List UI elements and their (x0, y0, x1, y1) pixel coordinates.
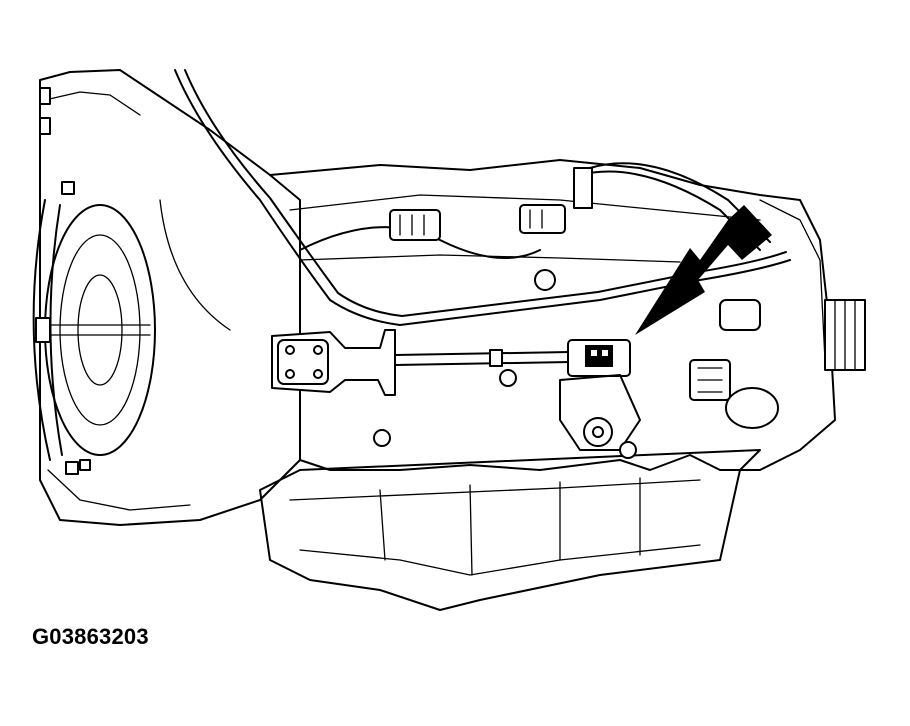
bell-housing (39, 69, 301, 526)
wiring-harness (159, 69, 791, 331)
oil-pan (259, 449, 761, 611)
vent-tube (719, 299, 761, 331)
figure-id-label: G03863203 (32, 624, 149, 649)
harness-clip (573, 167, 593, 209)
housing-bolt-2 (39, 117, 51, 135)
shift-cable-assembly (271, 329, 631, 396)
housing-bolt-1 (39, 87, 51, 105)
output-housing (725, 387, 779, 429)
torque-converter (32, 199, 156, 461)
converter-hub (35, 317, 51, 343)
cable-sleeve (489, 349, 503, 367)
manual-lever (373, 369, 641, 459)
transmission-case (269, 159, 866, 471)
pointer-arrow-icon (635, 205, 772, 335)
sensor-plug (534, 269, 556, 291)
case-right-components (689, 299, 779, 429)
housing-bolt-5 (79, 459, 91, 471)
housing-bolt-4 (65, 461, 79, 475)
top-connectors (389, 204, 566, 291)
housing-bolt-3 (61, 181, 75, 195)
connector-left (389, 209, 441, 241)
